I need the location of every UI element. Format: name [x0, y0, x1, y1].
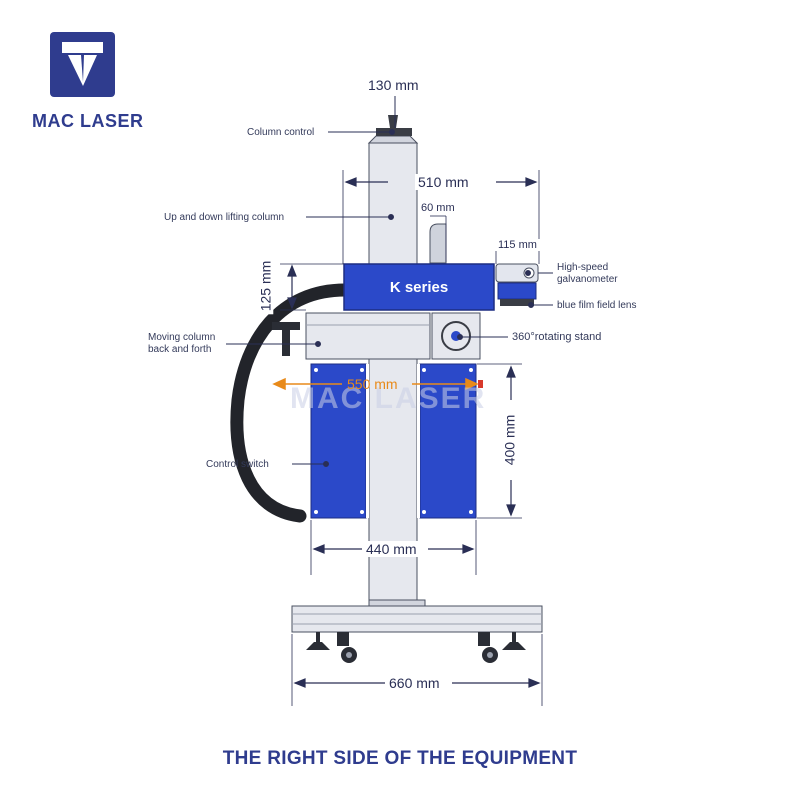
label-moving-column-2: back and forth	[148, 344, 212, 355]
base-feet	[306, 632, 526, 650]
dim-galvo-width: 115 mm	[495, 239, 540, 251]
moving-column-arm	[305, 312, 431, 360]
watermark: MAC LASER	[290, 382, 487, 415]
logo-mark-icon	[62, 42, 103, 86]
cable	[230, 283, 352, 523]
label-control-switch: Control switch	[206, 459, 269, 470]
label-column-control: Column control	[247, 127, 315, 138]
k-series-label: K series	[389, 278, 449, 296]
base-wheels	[337, 632, 498, 663]
cabinet-right-panel	[419, 363, 477, 519]
label-field-lens: blue film field lens	[557, 300, 637, 311]
brand-name: MAC LASER	[32, 111, 144, 131]
head-fin	[429, 223, 447, 264]
lifting-column	[368, 142, 418, 269]
label-galvanometer-1: High-speed	[557, 262, 609, 273]
dim-top-width: 130 mm	[365, 77, 422, 93]
dim-cabinet-height: 400 mm	[501, 411, 518, 469]
label-moving-column-1: Moving column	[148, 332, 216, 343]
lower-column	[368, 358, 418, 605]
base-frame	[291, 605, 543, 633]
brand-logo	[50, 32, 115, 97]
dim-head-span: 510 mm	[415, 174, 472, 190]
page-caption: THE RIGHT SIDE OF THE EQUIPMENT	[222, 748, 578, 769]
dim-cabinet-width: 440 mm	[363, 541, 420, 557]
label-galvanometer-2: galvanometer	[557, 274, 618, 285]
label-lifting-column: Up and down lifting column	[164, 212, 285, 223]
dim-head-small: 60 mm	[418, 202, 458, 214]
arm-bracket	[272, 322, 300, 356]
cabinet-left-panel	[310, 363, 367, 519]
dim-cabinet-reach: 550 mm	[347, 376, 398, 392]
label-rotating-stand: 360°rotating stand	[512, 331, 602, 343]
dim-head-height: 125 mm	[257, 257, 274, 315]
k-series-head	[343, 263, 495, 311]
dim-base-width: 660 mm	[386, 675, 443, 691]
field-lens	[497, 282, 537, 300]
